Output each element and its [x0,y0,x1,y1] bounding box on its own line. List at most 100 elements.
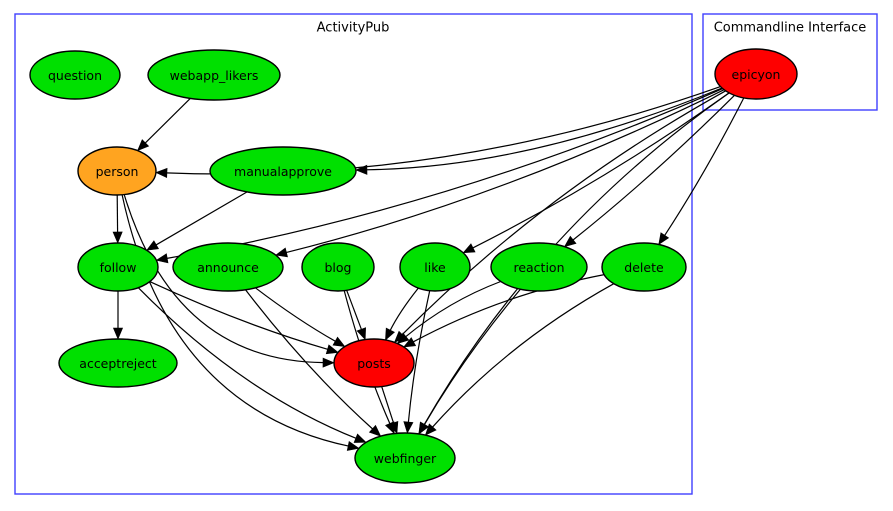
node-person[interactable]: person [77,146,157,196]
cluster-label: ActivityPub [317,21,390,36]
edge-line [663,97,745,237]
edge-arrowhead [146,240,160,251]
edge-line [572,94,735,241]
edge-line [149,281,329,351]
edge-arrowhead [325,344,339,355]
node-shape[interactable] [29,50,121,100]
edge-epicyon-to-follow [155,88,723,264]
node-reaction[interactable]: reaction [490,242,588,292]
edge-announce-to-webfinger [245,289,382,437]
node-label: person [96,164,139,179]
edge-arrowhead [322,357,335,368]
node-shape[interactable] [77,242,159,292]
cluster-border [14,13,693,495]
edge-line [166,88,723,260]
node-label: follow [100,260,137,275]
edge-epicyon-to-announce [275,89,725,258]
cluster-label: Commandline Interface [714,21,867,36]
node-shape[interactable] [172,242,284,292]
edge-arrowhead [112,231,123,244]
edge-like-to-posts [385,287,419,341]
edge-arrowhead [356,327,366,341]
edge-line [137,287,357,440]
node-shape[interactable] [714,48,798,100]
edge-person-to-posts [123,194,335,368]
edge-arrowhead [346,441,360,451]
edges-layer [112,86,745,451]
edge-arrowhead [332,336,346,347]
edge-arrowhead [155,167,168,179]
edge-line [245,289,374,430]
edge-webapp_likers-to-person [137,97,191,152]
node-shape[interactable] [209,146,357,196]
node-shape[interactable] [399,242,471,292]
edge-arrowhead [112,327,124,340]
node-epicyon[interactable]: epicyon [714,48,798,100]
node-label: webapp_likers [170,68,259,83]
node-label: blog [325,260,352,275]
edge-epicyon-to-manualapprove [355,87,723,175]
node-shape[interactable] [58,338,178,388]
node-question[interactable]: question [29,50,121,100]
edge-reaction-to-webfinger [418,288,521,435]
node-webapp_likers[interactable]: webapp_likers [147,49,281,101]
edge-follow-to-webfinger [137,287,367,443]
edge-arrowhead [418,421,429,435]
cluster-cli: Commandline Interface [702,13,878,111]
edge-line [407,290,431,424]
edge-line [389,287,419,332]
node-webfinger[interactable]: webfinger [354,432,456,484]
edge-line [431,283,615,429]
node-shape[interactable] [354,432,456,484]
edge-line [121,194,350,447]
edge-line [365,87,723,171]
edge-blog-to-posts [346,290,366,341]
node-follow[interactable]: follow [77,242,159,292]
edge-like-to-webfinger [403,290,431,434]
edge-line [423,92,730,426]
clusters-layer: ActivityPub Commandline Interface [14,13,878,495]
edge-follow-to-acceptreject [112,291,124,340]
nodes-layer: question webapp_likers epicyon person manual… [29,48,798,484]
node-label: epicyon [732,67,781,82]
node-shape[interactable] [301,242,375,292]
node-shape[interactable] [77,146,157,196]
edge-line [155,191,248,246]
node-label: reaction [513,260,564,275]
edge-arrowhead [403,337,417,348]
edge-line [404,280,501,338]
edge-arrowhead [353,433,367,443]
edge-epicyon-to-like [462,92,730,254]
node-posts[interactable]: posts [333,338,415,388]
edge-line [144,97,191,145]
node-shape[interactable] [147,49,281,101]
node-acceptreject[interactable]: acceptreject [58,338,178,388]
node-announce[interactable]: announce [172,242,284,292]
node-label: announce [197,260,259,275]
edge-arrowhead [355,164,368,175]
node-label: manualapprove [234,164,332,179]
node-shape[interactable] [333,338,415,388]
node-blog[interactable]: blog [301,242,375,292]
node-shape[interactable] [601,242,687,292]
edge-reaction-to-posts [396,280,501,345]
edge-arrowhead [368,424,382,437]
node-delete[interactable]: delete [601,242,687,292]
edge-follow-to-posts [149,281,339,355]
edge-arrowhead [155,253,169,264]
node-manualapprove[interactable]: manualapprove [209,146,357,196]
node-like[interactable]: like [399,242,471,292]
edge-delete-to-webfinger [424,283,615,436]
edge-line [346,290,363,331]
edge-arrowhead [563,235,577,248]
edge-arrowhead [385,327,395,341]
edge-line [381,386,395,424]
edge-epicyon-to-delete [658,97,745,246]
edge-arrowhead [462,243,476,254]
node-shape[interactable] [490,242,588,292]
edge-arrowhead [137,139,150,152]
edge-line [285,89,725,254]
edge-arrowhead [275,247,288,258]
edge-line [423,288,521,426]
